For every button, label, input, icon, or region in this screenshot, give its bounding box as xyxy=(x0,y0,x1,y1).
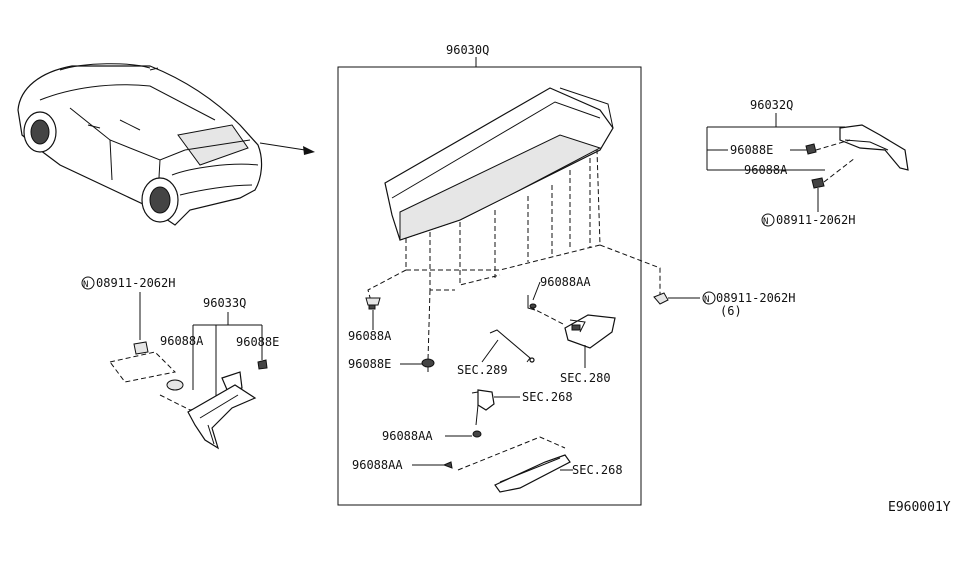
sec-268-strip: 96088AA SEC.268 xyxy=(352,436,623,493)
label-nut-right: 08911-2062H xyxy=(716,291,795,305)
label-96088aa-low: 96088AA xyxy=(352,458,403,472)
label-96088e-left: 96088E xyxy=(236,335,279,349)
sec-289-rod: SEC.289 xyxy=(457,329,535,377)
pointer-arrow xyxy=(259,142,315,155)
main-assembly-box: 96030Q xyxy=(337,43,642,506)
label-96088a-left: 96088A xyxy=(160,334,204,348)
nut-marker-left: N xyxy=(83,280,88,290)
label-sec-289: SEC.289 xyxy=(457,363,508,377)
label-nut-96032q: 08911-2062H xyxy=(776,213,855,227)
label-96088e-right: 96088E xyxy=(730,143,773,157)
nut-marker-right: N xyxy=(704,295,709,305)
nut-marker-96032q: N xyxy=(763,217,768,227)
label-96032q: 96032Q xyxy=(750,98,793,112)
car-illustration xyxy=(17,63,263,226)
label-sec-268-b: SEC.268 xyxy=(572,463,623,477)
label-96088a-right: 96088A xyxy=(744,163,788,177)
right-side-spoiler-group: 96032Q 96088E 96088A N 08911-2062H xyxy=(706,98,909,227)
label-nut-qty: (6) xyxy=(720,304,742,318)
sec-280-unit: 96088AA SEC.280 xyxy=(527,275,616,385)
label-sec-268-a: SEC.268 xyxy=(522,390,573,404)
rear-spoiler xyxy=(384,87,614,241)
clip-96088a-main: 96088A xyxy=(348,297,392,343)
clip-96088e-main: 96088E xyxy=(348,357,435,372)
main-assembly-label: 96030Q xyxy=(446,43,489,57)
label-96088e-main: 96088E xyxy=(348,357,391,371)
diagram-code: E960001Y xyxy=(888,500,951,515)
label-nut-left: 08911-2062H xyxy=(96,276,175,290)
label-96088a-main: 96088A xyxy=(348,329,392,343)
nut-right-main: N 08911-2062H (6) xyxy=(653,291,795,318)
label-96088aa-mid: 96088AA xyxy=(382,429,433,443)
sec-268-latch: SEC.268 96088AA xyxy=(382,389,573,443)
spoiler-hidden-lines xyxy=(367,149,661,361)
label-96033q: 96033Q xyxy=(203,296,246,310)
label-sec-280: SEC.280 xyxy=(560,371,611,385)
left-side-spoiler-group: N 08911-2062H 96033Q 96088A 96088E xyxy=(81,276,279,450)
label-96088aa-top: 96088AA xyxy=(540,275,591,289)
